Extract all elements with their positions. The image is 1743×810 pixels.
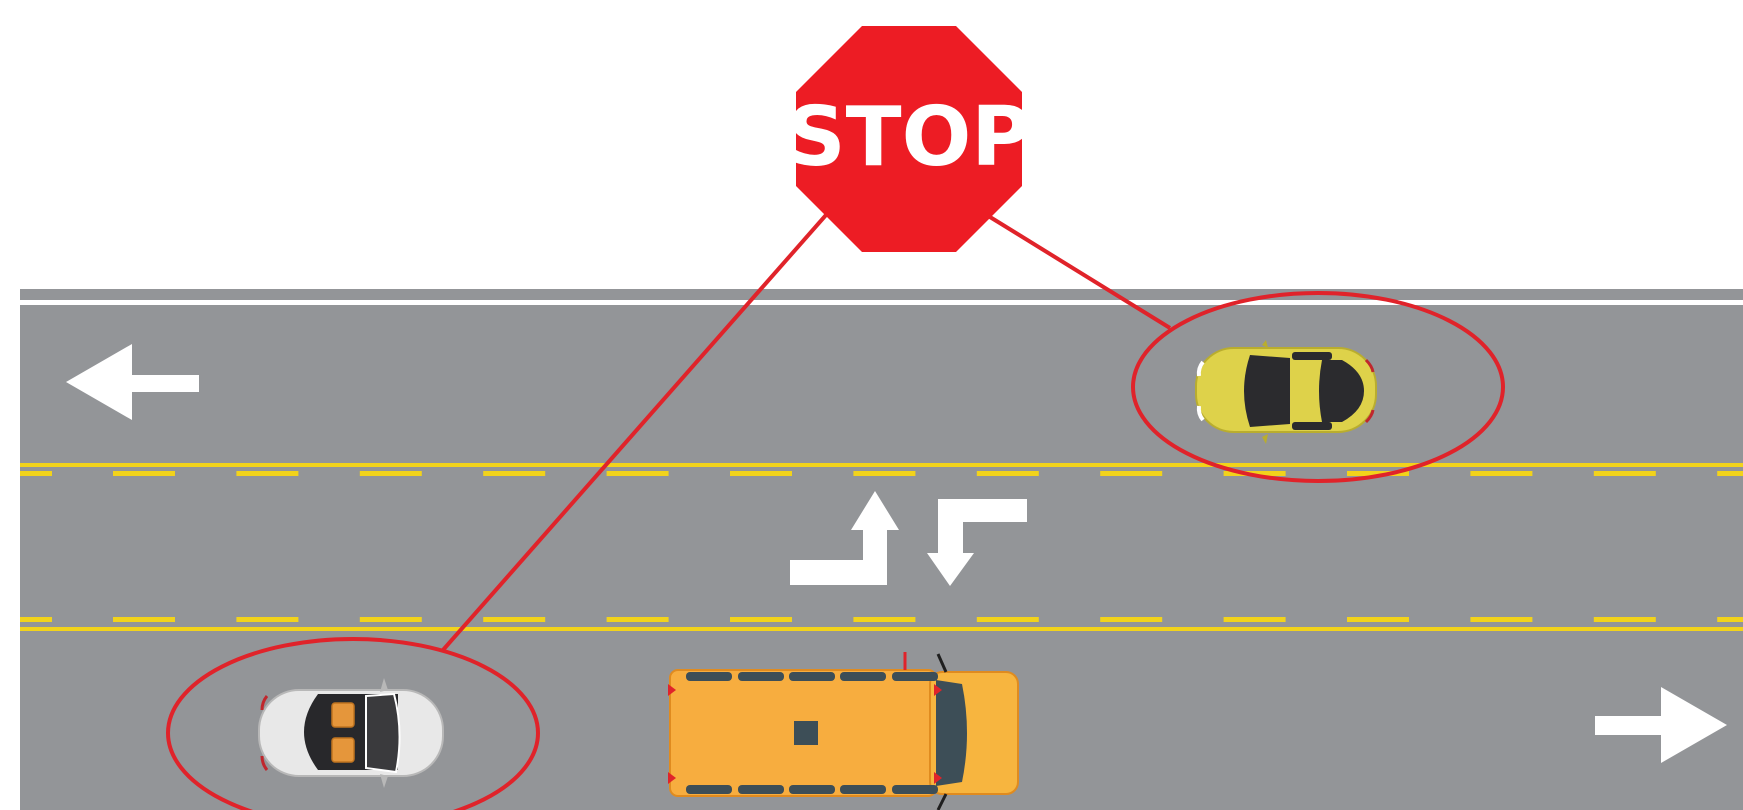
lane-dash (607, 617, 669, 622)
lane-dash (853, 471, 915, 476)
lane-dash (360, 617, 422, 622)
lower-dashed-yellow-line (20, 617, 1743, 622)
school-bus (668, 652, 1018, 810)
upper-dashed-yellow-line (20, 471, 1743, 476)
lane-dash (483, 471, 545, 476)
yellow-car (1196, 340, 1376, 444)
white-convertible (259, 678, 443, 788)
stop-sign-text: STOP (787, 90, 1032, 185)
bus-window (840, 785, 886, 794)
lane-dash (977, 617, 1039, 622)
bus-window (738, 785, 784, 794)
lane-dash (853, 617, 915, 622)
bus-window (738, 672, 784, 681)
lane-dash (236, 471, 298, 476)
lane-dash (20, 471, 52, 476)
lane-dash (1717, 617, 1743, 622)
bus-window (686, 785, 732, 794)
bus-windows-bottom (686, 785, 938, 794)
lane-dash (977, 471, 1039, 476)
lane-dash (1470, 471, 1532, 476)
lane-dash (236, 617, 298, 622)
lane-dash (1347, 617, 1409, 622)
lane-dash (1100, 617, 1162, 622)
lane-dash (360, 471, 422, 476)
lane-dash (1594, 471, 1656, 476)
lane-dash (607, 471, 669, 476)
lane-dash (113, 471, 175, 476)
bus-windows-top (686, 672, 938, 681)
lane-dash (1717, 471, 1743, 476)
lane-dash (1594, 617, 1656, 622)
bus-window (789, 672, 835, 681)
lane-dash (113, 617, 175, 622)
lane-dash (1224, 617, 1286, 622)
lane-dash (730, 617, 792, 622)
lane-dash (1470, 617, 1532, 622)
road-edge-line (20, 300, 1743, 305)
lower-solid-yellow-line (20, 627, 1743, 631)
bus-window (840, 672, 886, 681)
bus-window (789, 785, 835, 794)
lane-dash (20, 617, 52, 622)
bus-window (892, 785, 938, 794)
lane-dash (730, 471, 792, 476)
bus-window (892, 672, 938, 681)
lane-dash (483, 617, 545, 622)
bus-window (686, 672, 732, 681)
lane-dash (1100, 471, 1162, 476)
upper-solid-yellow-line (20, 463, 1743, 467)
